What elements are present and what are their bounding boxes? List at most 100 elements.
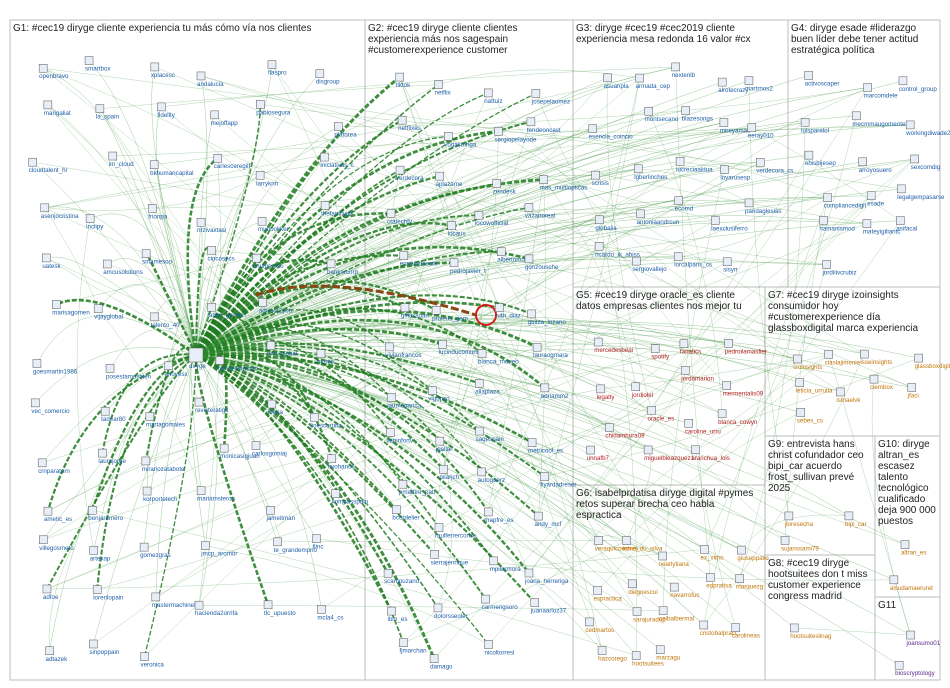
user-node[interactable]: la_spain bbox=[95, 104, 120, 121]
user-node[interactable]: joana_herreriga bbox=[524, 568, 569, 585]
user-node[interactable]: pandaglesias bbox=[744, 198, 782, 215]
user-node[interactable]: dolorsseoler bbox=[433, 603, 468, 620]
user-node[interactable]: joansumo01 bbox=[905, 630, 941, 647]
user-node[interactable]: mubookker bbox=[257, 216, 289, 233]
user-node[interactable]: blazesongs bbox=[681, 106, 713, 122]
user-node[interactable]: jmcp_aromor bbox=[200, 541, 237, 558]
user-node[interactable]: talento_40 bbox=[150, 312, 180, 329]
user-node[interactable]: mermentalis09 bbox=[722, 381, 764, 398]
user-node[interactable]: fidelity bbox=[157, 102, 176, 119]
user-node[interactable]: rsm_global bbox=[266, 341, 297, 358]
user-node[interactable]: lioescoruna bbox=[310, 413, 343, 429]
user-node[interactable]: legalgempasarse bbox=[897, 184, 945, 201]
user-node[interactable]: unnafb7 bbox=[586, 445, 610, 462]
user-node[interactable]: blanca_cowyn bbox=[717, 409, 758, 426]
user-node[interactable]: ametic_es bbox=[43, 506, 72, 523]
user-node[interactable]: fnonpa bbox=[147, 204, 168, 220]
user-node[interactable]: montsecano bbox=[644, 106, 679, 123]
user-node[interactable]: smartbox bbox=[84, 56, 111, 73]
user-node[interactable]: miguelbleazquez1 bbox=[643, 445, 695, 462]
user-node[interactable]: espractica bbox=[593, 586, 623, 602]
user-node[interactable]: lauraogmara bbox=[532, 342, 568, 359]
user-node[interactable]: mirariozatabote bbox=[141, 456, 185, 473]
user-node[interactable]: tlinc bbox=[312, 534, 323, 551]
user-node[interactable]: isseinsights bbox=[860, 349, 892, 366]
user-node[interactable]: josepelaomez bbox=[531, 89, 570, 105]
user-node[interactable]: goitza_lozano bbox=[527, 309, 567, 326]
user-node[interactable]: hootsuitees bbox=[631, 651, 664, 668]
user-node[interactable]: veraquicoeches bbox=[594, 536, 638, 553]
user-node[interactable]: nextenlb bbox=[671, 62, 696, 79]
user-node[interactable]: blanca_moneo bbox=[477, 349, 519, 366]
user-node[interactable]: hootsuiteslinag bbox=[789, 623, 832, 640]
user-node[interactable]: sujanssami79 bbox=[780, 536, 819, 552]
user-node[interactable]: metricool_es bbox=[527, 438, 563, 455]
user-node[interactable]: inciipy bbox=[85, 214, 104, 231]
user-node[interactable]: vivianfrancos bbox=[385, 342, 422, 359]
user-node[interactable]: marisagomen bbox=[52, 300, 90, 316]
user-node[interactable]: lorenlopain bbox=[92, 585, 124, 602]
user-node[interactable]: pablosegura bbox=[256, 100, 291, 116]
user-node[interactable]: sexcomdig bbox=[910, 154, 941, 171]
user-node[interactable]: jordamarion bbox=[680, 366, 715, 382]
user-node[interactable]: alrotecrazy bbox=[717, 77, 749, 94]
user-node[interactable]: irene_du_silva bbox=[622, 536, 663, 553]
user-node[interactable]: anovesx bbox=[164, 361, 188, 378]
user-node[interactable]: posestamosbien bbox=[105, 364, 152, 380]
user-node[interactable]: monip bbox=[316, 349, 334, 366]
user-node[interactable]: ruth_diaz bbox=[495, 303, 521, 320]
user-node[interactable]: marioelvirasoto bbox=[215, 356, 259, 372]
user-node[interactable]: mireyamas bbox=[719, 118, 750, 135]
user-node[interactable]: hazcorego bbox=[597, 646, 628, 662]
user-node[interactable]: diegoescui bbox=[627, 579, 658, 596]
user-node[interactable]: cratechtv bbox=[386, 209, 413, 226]
user-node[interactable]: sarajuradop bbox=[632, 607, 666, 623]
user-node[interactable]: benjaromero bbox=[88, 505, 124, 522]
user-node[interactable]: cristobalpract bbox=[699, 620, 737, 637]
user-node[interactable]: vogasmhga bbox=[443, 132, 477, 148]
user-node[interactable]: artexap bbox=[89, 546, 111, 562]
user-node[interactable]: xplacesc bbox=[150, 62, 175, 79]
user-node[interactable]: disgroup bbox=[315, 69, 340, 86]
user-node[interactable]: carlesceregilf bbox=[213, 153, 251, 170]
user-node[interactable]: revisteratigit bbox=[194, 397, 229, 414]
user-node[interactable]: fiyardadreser bbox=[540, 472, 576, 488]
user-node[interactable]: mastermachinel bbox=[151, 592, 196, 609]
user-node[interactable]: flaspro bbox=[267, 60, 287, 77]
user-node[interactable]: giflaxsoan bbox=[400, 303, 429, 320]
user-node[interactable]: vijayglobal bbox=[93, 304, 123, 321]
user-node[interactable]: locowofficial bbox=[474, 210, 508, 227]
user-node[interactable]: mpilarmora bbox=[489, 556, 522, 573]
user-node[interactable]: gonzousche bbox=[524, 254, 559, 271]
user-node[interactable]: adtazek bbox=[45, 646, 69, 663]
user-node[interactable]: ex_vimo bbox=[700, 545, 725, 561]
user-node[interactable]: andy_mcf bbox=[534, 511, 562, 528]
user-node[interactable]: uatesk bbox=[42, 253, 61, 270]
user-node[interactable]: ecomd bbox=[674, 196, 694, 213]
user-node[interactable]: aranchua_lois bbox=[691, 445, 730, 462]
user-node[interactable]: asuanpla bbox=[603, 73, 630, 90]
user-node[interactable]: mecmmaugomentez bbox=[852, 111, 908, 128]
user-node[interactable]: monicasigjuan bbox=[219, 443, 260, 460]
user-node[interactable]: cedmartos bbox=[585, 617, 614, 634]
user-node[interactable]: sebes_cs bbox=[796, 408, 823, 424]
user-node[interactable]: lorcalparis_cs bbox=[673, 252, 712, 269]
user-node[interactable]: arroyosuero bbox=[858, 157, 893, 174]
user-node[interactable]: carmerigsoro bbox=[481, 594, 519, 611]
user-node[interactable]: nicoltorresl bbox=[484, 640, 514, 656]
user-node[interactable]: sinamesoo bbox=[141, 249, 173, 266]
user-node[interactable]: nattuiz bbox=[483, 88, 502, 105]
user-node[interactable]: lgberlinches bbox=[633, 164, 667, 181]
user-node[interactable]: globalia bbox=[595, 215, 617, 232]
user-node[interactable]: bioscryptology bbox=[894, 660, 936, 677]
user-node[interactable]: evohanco bbox=[327, 454, 355, 471]
user-node[interactable]: tendeoncast bbox=[526, 117, 561, 134]
user-node[interactable]: eeray010 bbox=[747, 123, 774, 140]
user-node[interactable]: jgallar bbox=[435, 436, 453, 453]
user-node[interactable]: hamanismod bbox=[819, 216, 855, 232]
user-node[interactable]: esencia_coincio bbox=[588, 124, 634, 141]
user-node[interactable]: pilarjch bbox=[439, 464, 460, 481]
user-node[interactable]: adriamm2 bbox=[540, 383, 569, 400]
user-node[interactable]: korportetech bbox=[142, 486, 178, 503]
user-node[interactable]: marquezg bbox=[735, 574, 764, 591]
